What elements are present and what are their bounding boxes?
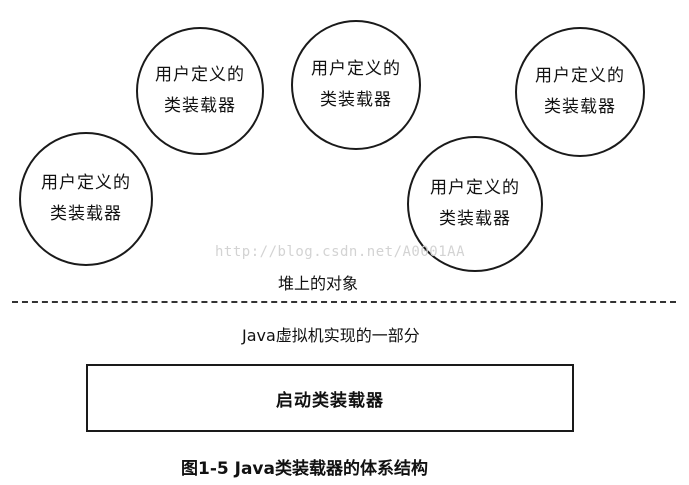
user-defined-loader-circle: 用户定义的 类装载器 [136, 27, 264, 155]
loader-label-line1: 用户定义的 [430, 178, 520, 198]
user-defined-loader-circle: 用户定义的 类装载器 [291, 20, 421, 150]
bootstrap-loader-label: 启动类装载器 [276, 390, 384, 411]
loader-label-line1: 用户定义的 [41, 173, 131, 193]
jvm-part-label: Java虚拟机实现的一部分 [242, 326, 420, 345]
loader-label-line2: 类装载器 [164, 96, 236, 116]
loader-label-line2: 类装载器 [439, 209, 511, 229]
loader-label-line1: 用户定义的 [535, 66, 625, 86]
loader-label-line2: 类装载器 [320, 90, 392, 110]
loader-label-line1: 用户定义的 [311, 59, 401, 79]
heap-objects-label: 堆上的对象 [278, 274, 359, 293]
user-defined-loader-circle: 用户定义的 类装载器 [515, 27, 645, 157]
user-defined-loader-circle: 用户定义的 类装载器 [19, 132, 153, 266]
loader-label-line2: 类装载器 [50, 204, 122, 224]
loader-label-line1: 用户定义的 [155, 65, 245, 85]
bootstrap-loader-box: 启动类装载器 [86, 364, 574, 432]
watermark-text: http://blog.csdn.net/A0001AA [215, 244, 466, 260]
user-defined-loader-circle: 用户定义的 类装载器 [407, 136, 543, 272]
loader-label-line2: 类装载器 [544, 97, 616, 117]
heap-jvm-divider [12, 301, 676, 303]
figure-caption: 图1-5 Java类装载器的体系结构 [181, 459, 428, 479]
